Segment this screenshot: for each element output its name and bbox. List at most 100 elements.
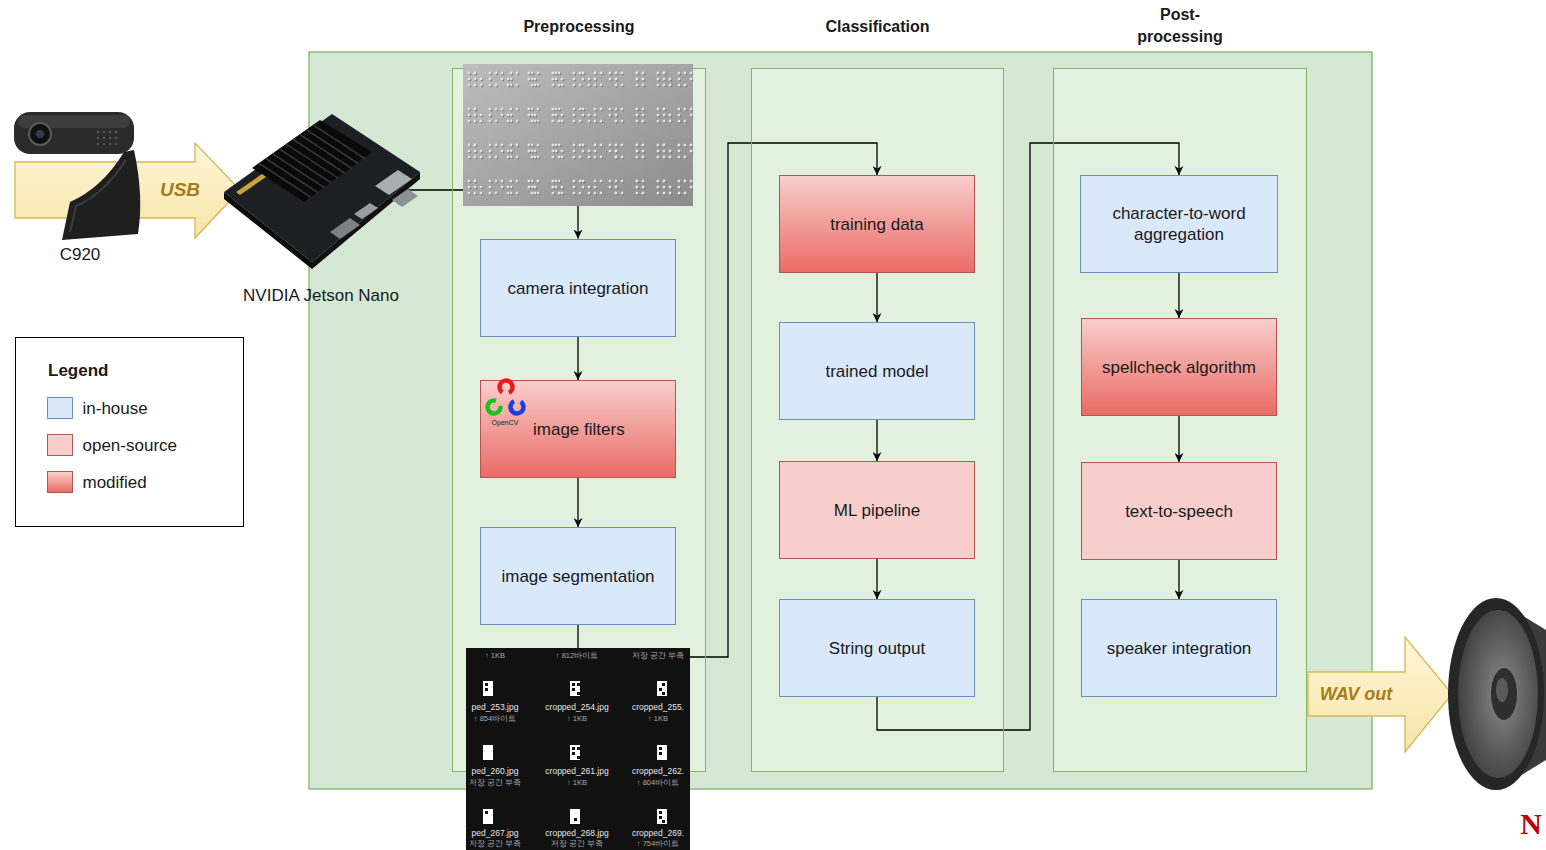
loudspeaker — [1448, 598, 1546, 790]
file-caption: 저장 공간 부족 — [469, 840, 521, 849]
cropped-images-screenshot — [659, 811, 662, 814]
cropped-images-screenshot — [570, 681, 580, 696]
cropped-images-screenshot — [657, 809, 667, 824]
input-arrow — [577, 206, 578, 239]
legend-swatch — [47, 397, 73, 419]
stage-heading: Preprocessing — [523, 16, 634, 38]
stage-column: Post- processingcharacter-to-word aggreg… — [1053, 68, 1307, 772]
flow-arrow — [1178, 560, 1179, 599]
cropped-images-screenshot — [483, 681, 493, 696]
webcam — [103, 137, 106, 140]
cropped-images-screenshot — [570, 809, 580, 824]
stage-column: Classificationtraining datatrained model… — [751, 68, 1004, 772]
braille-photo — [463, 64, 693, 206]
cropped-images-screenshot — [577, 747, 580, 750]
flow-arrow — [577, 478, 578, 527]
cropped-images-screenshot — [483, 809, 493, 824]
cropped-images-screenshot — [659, 816, 662, 819]
loudspeaker — [1448, 598, 1544, 790]
cropped-images-screenshot — [466, 648, 690, 850]
file-caption: ↑ 854바이트 — [474, 715, 516, 724]
cropped-images-screenshot — [572, 688, 575, 691]
system-panel — [309, 52, 1372, 789]
process-box: spellcheck algorithm — [1081, 318, 1277, 416]
cropped-images-screenshot — [577, 692, 580, 695]
jetson-nano-board — [224, 192, 312, 269]
cropped-images-screenshot — [485, 811, 488, 814]
webcam — [115, 143, 118, 146]
jetson-nano-board — [259, 125, 365, 197]
logo-letter: N — [1520, 807, 1542, 842]
jetson-nano-board — [330, 218, 360, 239]
jetson-nano-board — [300, 134, 352, 168]
file-caption: cropped_254.jpg — [545, 703, 608, 713]
cropped-images-screenshot — [485, 683, 665, 823]
process-box: text-to-speech — [1081, 462, 1277, 560]
webcam — [29, 123, 51, 145]
wav-arrow — [1308, 637, 1452, 752]
stage-heading: Post- processing — [1125, 4, 1235, 48]
cropped-images-screenshot — [570, 745, 580, 760]
jetson-nano-board — [236, 174, 266, 195]
cropped-images-screenshot — [574, 818, 577, 821]
cropped-images-screenshot — [662, 692, 665, 695]
cable-line — [400, 189, 463, 190]
process-box: String output — [779, 599, 975, 697]
output-label: WAV out — [1320, 684, 1393, 705]
jetson-nano-board — [293, 139, 345, 173]
webcam — [70, 160, 126, 232]
process-box: image filters — [480, 380, 676, 478]
cropped-images-screenshot — [466, 648, 690, 850]
cropped-images-screenshot — [577, 683, 580, 686]
webcam — [115, 137, 118, 140]
box-label: camera integration — [508, 278, 649, 299]
cropped-images-screenshot — [657, 745, 667, 760]
flow-arrow — [876, 273, 877, 322]
process-box: image segmentation — [480, 527, 676, 625]
webcam — [14, 112, 134, 154]
file-caption: ↑ 1KB — [648, 715, 668, 724]
cropped-images-screenshot — [572, 747, 575, 750]
file-caption: ↑ 1KB — [485, 652, 505, 661]
cropped-images-screenshot — [485, 683, 488, 686]
webcam — [103, 143, 106, 146]
bus-label: USB — [160, 179, 200, 201]
loudspeaker — [1500, 602, 1546, 788]
loudspeaker — [1491, 668, 1517, 720]
file-caption: ↑ 1KB — [567, 779, 587, 788]
cropped-images-screenshot — [483, 681, 667, 824]
flow-arrow — [1178, 416, 1179, 462]
file-caption: cropped_268.jpg — [545, 829, 608, 839]
box-label: character-to-word aggregation — [1093, 203, 1266, 245]
column-fill — [1053, 68, 1307, 772]
column-fill — [452, 68, 706, 772]
box-label: ML pipeline — [834, 500, 920, 521]
file-caption: cropped_269. — [632, 829, 684, 839]
jetson-nano-board — [266, 158, 318, 192]
cropped-images-screenshot — [572, 752, 575, 755]
loudspeaker — [1496, 678, 1508, 702]
flow-arrow — [1178, 273, 1179, 318]
flow-arrow — [876, 559, 877, 599]
cropped-images-screenshot — [485, 688, 488, 691]
braille-photo — [463, 64, 693, 206]
webcam — [97, 137, 100, 140]
cropped-images-screenshot — [483, 745, 493, 760]
file-caption: 저장 공간 부족 — [469, 779, 521, 788]
legend-text: modified — [83, 471, 147, 492]
device-name: C920 — [60, 245, 101, 265]
stage-column: Preprocessingcamera integrationimage fil… — [452, 68, 706, 772]
jetson-nano-board — [392, 189, 418, 207]
cropped-images-screenshot — [659, 688, 662, 691]
box-label: trained model — [825, 361, 928, 382]
file-caption: ↑ 1KB — [567, 715, 587, 724]
webcam — [103, 131, 106, 134]
legend-swatch — [47, 434, 73, 456]
box-label: speaker integration — [1107, 638, 1252, 659]
legend-text: open-source — [83, 434, 178, 455]
webcam — [109, 137, 112, 140]
process-box: trained model — [779, 322, 975, 420]
box-label: spellcheck algorithm — [1102, 357, 1256, 378]
wav-arrow — [1308, 637, 1452, 752]
box-label: String output — [829, 638, 925, 659]
